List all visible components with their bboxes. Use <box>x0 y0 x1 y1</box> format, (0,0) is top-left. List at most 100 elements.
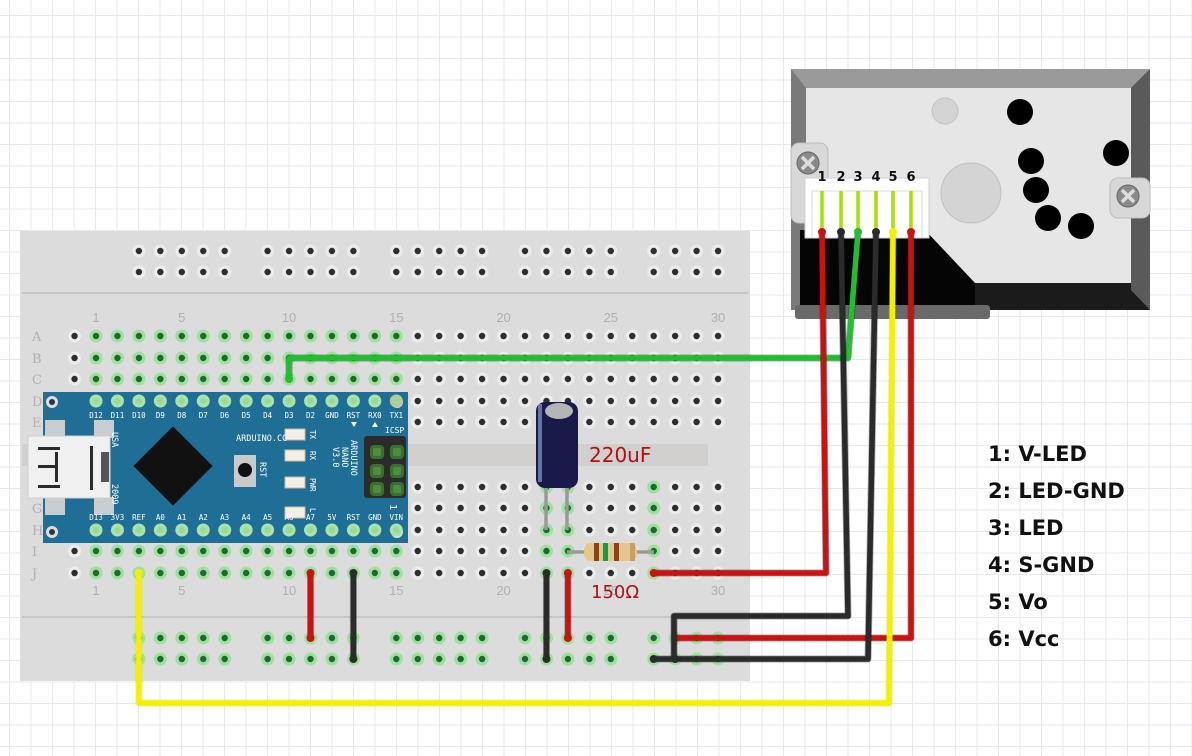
breadboard-hole[interactable] <box>625 394 639 408</box>
breadboard-hole[interactable] <box>389 372 403 386</box>
rail-hole[interactable] <box>454 652 468 666</box>
breadboard-hole[interactable] <box>261 372 275 386</box>
rail-hole[interactable] <box>411 652 425 666</box>
breadboard-hole[interactable] <box>110 351 124 365</box>
rail-hole[interactable] <box>539 244 553 258</box>
breadboard-hole[interactable] <box>411 501 425 515</box>
breadboard-hole[interactable] <box>475 501 489 515</box>
breadboard-hole[interactable] <box>261 329 275 343</box>
breadboard-hole[interactable] <box>539 329 553 343</box>
breadboard-hole[interactable] <box>68 544 82 558</box>
breadboard-hole[interactable] <box>625 566 639 580</box>
rail-hole[interactable] <box>690 244 704 258</box>
breadboard-hole[interactable] <box>604 372 618 386</box>
breadboard-hole[interactable] <box>518 372 532 386</box>
breadboard-hole[interactable] <box>604 394 618 408</box>
breadboard-hole[interactable] <box>582 480 596 494</box>
breadboard-hole[interactable] <box>411 523 425 537</box>
breadboard-hole[interactable] <box>690 394 704 408</box>
rail-hole[interactable] <box>582 652 596 666</box>
breadboard-hole[interactable] <box>647 415 661 429</box>
breadboard-hole[interactable] <box>518 394 532 408</box>
rail-hole[interactable] <box>153 652 167 666</box>
wire-vo-yellow[interactable] <box>134 228 897 707</box>
breadboard-hole[interactable] <box>561 372 575 386</box>
breadboard-hole[interactable] <box>175 544 189 558</box>
breadboard-hole[interactable] <box>110 566 124 580</box>
breadboard-hole[interactable] <box>325 566 339 580</box>
breadboard-hole[interactable] <box>690 523 704 537</box>
rail-hole[interactable] <box>153 631 167 645</box>
rail-hole[interactable] <box>518 244 532 258</box>
breadboard-hole[interactable] <box>497 372 511 386</box>
rail-hole[interactable] <box>325 265 339 279</box>
rail-hole[interactable] <box>411 265 425 279</box>
breadboard-hole[interactable] <box>196 351 210 365</box>
breadboard-hole[interactable] <box>282 544 296 558</box>
breadboard-hole[interactable] <box>711 480 725 494</box>
breadboard-hole[interactable] <box>346 544 360 558</box>
breadboard-hole[interactable] <box>261 566 275 580</box>
breadboard-hole[interactable] <box>325 329 339 343</box>
breadboard-hole[interactable] <box>196 544 210 558</box>
rail-hole[interactable] <box>175 631 189 645</box>
wire-cap-gnd-black[interactable] <box>542 569 551 663</box>
breadboard-hole[interactable] <box>218 372 232 386</box>
breadboard-hole[interactable] <box>518 501 532 515</box>
rail-hole[interactable] <box>668 265 682 279</box>
wire-cap-vcc-red[interactable] <box>563 569 572 642</box>
breadboard-hole[interactable] <box>432 501 446 515</box>
breadboard-hole[interactable] <box>89 544 103 558</box>
breadboard-hole[interactable] <box>218 329 232 343</box>
rail-hole[interactable] <box>561 265 575 279</box>
breadboard-hole[interactable] <box>690 480 704 494</box>
breadboard-hole[interactable] <box>518 480 532 494</box>
breadboard-hole[interactable] <box>68 351 82 365</box>
breadboard-hole[interactable] <box>132 329 146 343</box>
breadboard-hole[interactable] <box>153 544 167 558</box>
breadboard-hole[interactable] <box>690 329 704 343</box>
breadboard-hole[interactable] <box>668 372 682 386</box>
breadboard-hole[interactable] <box>582 501 596 515</box>
breadboard-hole[interactable] <box>368 544 382 558</box>
rail-hole[interactable] <box>175 265 189 279</box>
breadboard-hole[interactable] <box>218 351 232 365</box>
breadboard-hole[interactable] <box>561 329 575 343</box>
rail-hole[interactable] <box>647 244 661 258</box>
rail-hole[interactable] <box>518 265 532 279</box>
breadboard-hole[interactable] <box>454 501 468 515</box>
breadboard-hole[interactable] <box>175 372 189 386</box>
breadboard-hole[interactable] <box>647 329 661 343</box>
wire-led-green[interactable] <box>285 228 862 383</box>
breadboard-hole[interactable] <box>432 480 446 494</box>
breadboard-hole[interactable] <box>432 329 446 343</box>
breadboard-hole[interactable] <box>411 480 425 494</box>
rail-hole[interactable] <box>282 652 296 666</box>
rail-hole[interactable] <box>218 652 232 666</box>
breadboard-hole[interactable] <box>196 372 210 386</box>
rail-hole[interactable] <box>582 265 596 279</box>
breadboard-hole[interactable] <box>153 566 167 580</box>
breadboard-hole[interactable] <box>68 372 82 386</box>
breadboard-hole[interactable] <box>604 329 618 343</box>
rail-hole[interactable] <box>261 265 275 279</box>
breadboard-hole[interactable] <box>604 523 618 537</box>
breadboard-hole[interactable] <box>625 372 639 386</box>
breadboard-hole[interactable] <box>89 329 103 343</box>
rail-hole[interactable] <box>454 631 468 645</box>
breadboard-hole[interactable] <box>282 329 296 343</box>
rail-hole[interactable] <box>561 244 575 258</box>
rail-hole[interactable] <box>561 652 575 666</box>
breadboard-hole[interactable] <box>153 372 167 386</box>
breadboard-hole[interactable] <box>647 523 661 537</box>
breadboard-hole[interactable] <box>432 394 446 408</box>
breadboard-hole[interactable] <box>261 351 275 365</box>
breadboard-hole[interactable] <box>604 480 618 494</box>
rail-hole[interactable] <box>175 244 189 258</box>
breadboard-hole[interactable] <box>625 523 639 537</box>
breadboard-hole[interactable] <box>497 501 511 515</box>
rail-hole[interactable] <box>282 265 296 279</box>
breadboard-hole[interactable] <box>518 544 532 558</box>
breadboard-hole[interactable] <box>454 523 468 537</box>
breadboard-hole[interactable] <box>647 480 661 494</box>
